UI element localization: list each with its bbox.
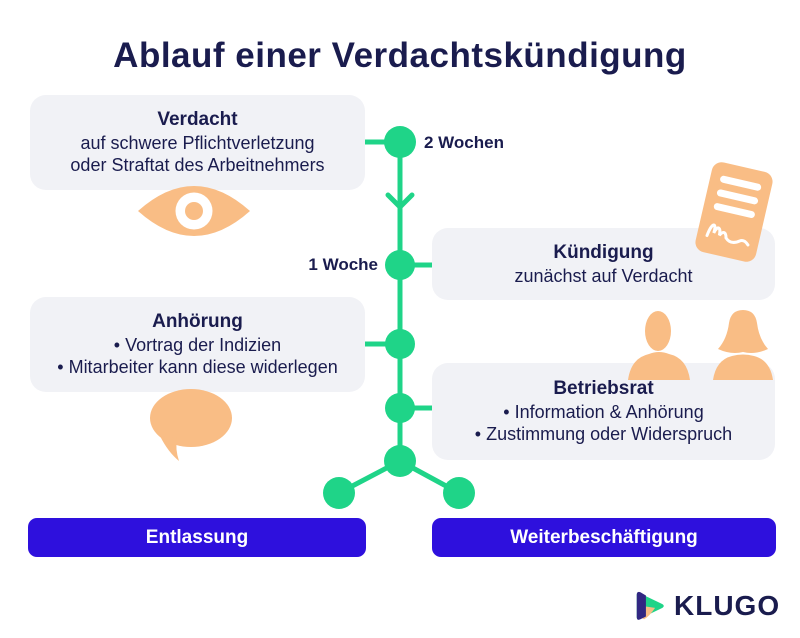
document-signature-icon — [695, 162, 773, 262]
node-anhoerung — [385, 329, 415, 359]
man-head — [645, 311, 671, 351]
step-line: • Zustimmung oder Widerspruch — [474, 424, 733, 445]
weiterbeschaeftigung-button[interactable]: Weiterbeschäftigung — [432, 518, 776, 557]
speech-bubble-icon — [150, 389, 232, 461]
eye-icon — [138, 186, 250, 236]
step-title: Anhörung — [152, 311, 243, 333]
step-box-anhoerung: Anhörung • Vortrag der Indizien • Mitarb… — [30, 297, 365, 392]
node-kuendigung — [385, 250, 415, 280]
page-title: Ablauf einer Verdachtskündigung — [113, 36, 687, 75]
node-verdacht — [384, 126, 416, 158]
woman-shoulders — [713, 354, 773, 380]
man-shoulders — [628, 352, 690, 380]
klugo-logo-text: KLUGO — [674, 590, 781, 621]
node-weiterbeschaeftigung — [443, 477, 475, 509]
step-line: • Information & Anhörung — [503, 401, 704, 422]
label-one-week: 1 Woche — [308, 255, 378, 274]
step-line: auf schwere Pflichtverletzung — [80, 132, 315, 153]
node-branch — [384, 445, 416, 477]
step-line: • Vortrag der Indizien — [113, 334, 282, 355]
arrow-down-icon — [385, 192, 415, 210]
step-box-verdacht: Verdacht auf schwere Pflichtverletzung o… — [30, 95, 365, 190]
step-line: • Mitarbeiter kann diese widerlegen — [57, 357, 338, 378]
woman-head — [718, 310, 768, 353]
people-icon — [628, 310, 773, 380]
klugo-logo: KLUGO — [634, 588, 780, 624]
entlassung-button[interactable]: Entlassung — [28, 518, 366, 557]
step-line: zunächst auf Verdacht — [514, 265, 693, 286]
timeline-nodes — [323, 126, 475, 509]
node-betriebsrat — [385, 393, 415, 423]
node-entlassung — [323, 477, 355, 509]
step-title: Kündigung — [553, 242, 654, 264]
step-title: Betriebsrat — [553, 378, 654, 400]
label-two-weeks: 2 Wochen — [424, 133, 504, 152]
klugo-play-icon — [636, 591, 664, 620]
step-line: oder Straftat des Arbeitnehmers — [70, 155, 325, 176]
step-title: Verdacht — [157, 109, 238, 131]
